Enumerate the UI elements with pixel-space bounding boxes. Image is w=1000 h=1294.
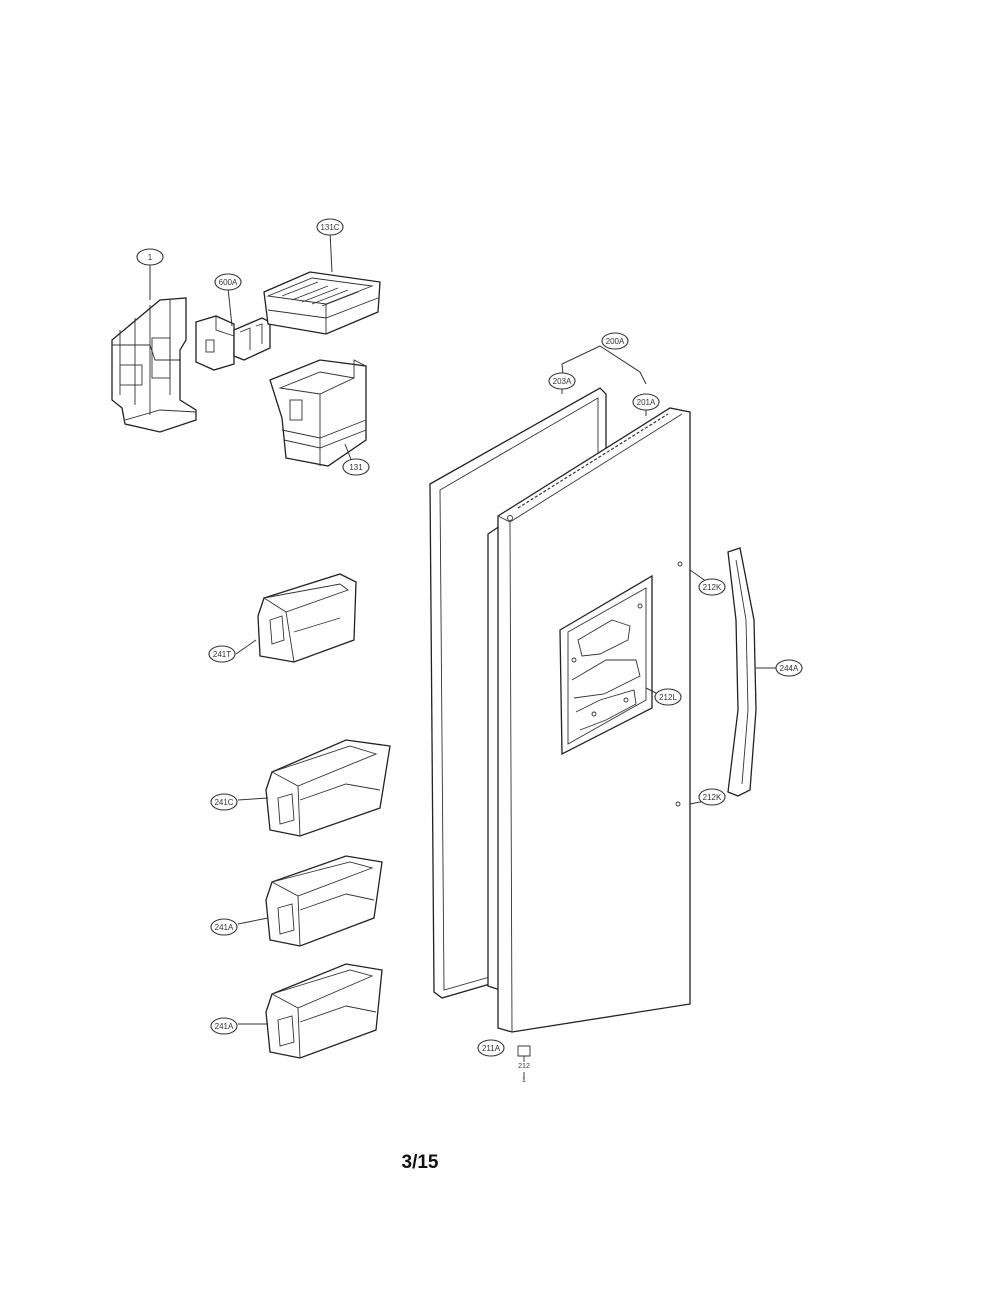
basket-1 [265,739,391,837]
callout-basket-2: 241A [210,918,238,936]
bottom-screw-label: 212 [518,1063,530,1070]
motor-assembly [195,315,271,371]
svg-text:241A: 241A [215,923,234,932]
basket-2 [265,855,383,947]
callout-ice-bin: 131 [342,458,370,476]
basket-3 [265,963,383,1059]
svg-text:600A: 600A [219,278,238,287]
small-basket [257,573,357,663]
door-handle [727,547,757,797]
svg-text:212K: 212K [703,583,722,592]
callout-basket-3: 241A [210,1017,238,1035]
svg-text:212K: 212K [703,793,722,802]
bottom-screw [517,1045,531,1080]
callout-door-assembly: 200A [601,332,629,350]
callout-door-foam: 201A [632,393,660,411]
svg-text:244A: 244A [780,664,799,673]
callout-ice-bin-cover: 131C [316,218,344,236]
bottom-mark-label: 1 [522,1077,526,1084]
ice-maker-bracket [111,297,197,433]
callout-ice-maker-bracket: 1 [136,248,164,266]
svg-text:241A: 241A [215,1022,234,1031]
svg-text:201A: 201A [637,398,656,407]
page-number: 3/15 [401,1152,439,1173]
svg-text:241C: 241C [214,798,233,807]
callout-door-gasket: 203A [548,372,576,390]
svg-text:241T: 241T [213,650,231,659]
svg-text:131C: 131C [320,223,339,232]
callout-hinge-screw-top: 212K [698,578,726,596]
callout-hinge-screw-bottom: 212K [698,788,726,806]
callout-motor-assembly: 600A [214,273,242,291]
callout-dispenser-part: 212L [654,688,682,706]
svg-text:200A: 200A [606,337,625,346]
svg-text:212L: 212L [659,693,677,702]
ice-bin [269,359,367,467]
ice-bin-cover [263,271,381,335]
callout-small-basket: 241T [208,645,236,663]
svg-text:131: 131 [349,463,363,472]
callout-bottom-cap: 211A [477,1039,505,1057]
door-panel [497,407,691,1033]
svg-text:1: 1 [148,253,153,262]
svg-text:203A: 203A [553,377,572,386]
callout-basket-1: 241C [210,793,238,811]
svg-text:211A: 211A [482,1044,501,1053]
callout-handle: 244A [775,659,803,677]
